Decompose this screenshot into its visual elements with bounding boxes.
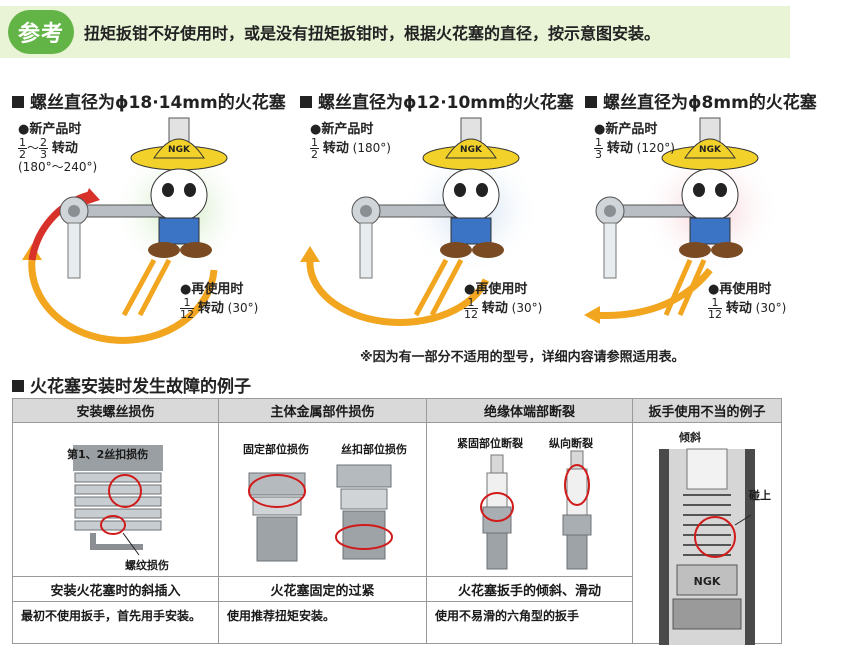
col-header: 扳手使用不当的例子 xyxy=(633,399,781,423)
col-header: 主体金属部件损伤 xyxy=(219,399,426,423)
guide-heading-18-14: 螺丝直径为ϕ18·14mm的火花塞 xyxy=(12,88,286,113)
label-longitudinal-break: 纵向断裂 xyxy=(549,437,593,450)
guide-heading-8: 螺丝直径为ϕ8mm的火花塞 xyxy=(585,88,817,113)
applicability-note: ※因为有一部分不适用的型号，详细内容请参照适用表。 xyxy=(360,350,685,365)
tip-text: 扭矩扳钳不好使用时，或是没有扭矩扳钳时，根据火花塞的直径，按示意图安装。 xyxy=(84,24,661,43)
label-thread-part-damage: 丝扣部位损伤 xyxy=(341,443,407,456)
fix-text: 使用不易滑的六角型的扳手 xyxy=(435,609,580,623)
failure-col-wrench-misuse: 扳手使用不当的例子 NGK 倾斜 碰上 xyxy=(633,399,781,645)
guide-heading-12-10: 螺丝直径为ϕ12·10mm的火花塞 xyxy=(300,88,574,113)
thread-damage-photo xyxy=(73,445,163,556)
label-fixing-break: 紧固部位断裂 xyxy=(457,437,523,450)
failure-col-thread-damage: 安装螺丝损伤 第1、2丝扣损伤 螺纹损伤 安装火花塞时的斜插入 最初不使用扳手，… xyxy=(13,399,219,643)
label-fixing-damage: 固定部位损伤 xyxy=(243,443,309,456)
label-tilt: 倾斜 xyxy=(679,431,701,444)
failure-col-shell-damage: 主体金属部件损伤 固定部位损伤 丝扣部位损伤 火花塞固定的过紧 使用推荐扭矩安装… xyxy=(219,399,427,643)
failure-table: 安装螺丝损伤 第1、2丝扣损伤 螺纹损伤 安装火花塞时的斜插入 最初不使用扳手，… xyxy=(12,398,782,645)
cause-text: 火花塞扳手的倾斜、滑动 xyxy=(427,576,632,602)
wrench-illustration-1: NGK xyxy=(22,117,249,344)
wrench-misuse-diagram: NGK xyxy=(659,448,755,645)
wrench-illustration-2: NGK xyxy=(300,117,541,326)
ngk-hat-logo: NGK xyxy=(460,145,483,155)
label-first-threads: 第1、2丝扣损伤 xyxy=(67,448,149,461)
col-header: 绝缘体端部断裂 xyxy=(427,399,632,423)
insulator-break-photo xyxy=(480,450,592,570)
label-thread-damage: 螺纹损伤 xyxy=(125,559,169,572)
shell-damage-photo xyxy=(248,464,393,562)
ngk-hat-logo: NGK xyxy=(699,145,722,155)
col-header: 安装螺丝损伤 xyxy=(13,399,218,423)
tip-banner: 参考 扭矩扳钳不好使用时，或是没有扭矩扳钳时，根据火花塞的直径，按示意图安装。 xyxy=(0,6,790,58)
ngk-hat-logo: NGK xyxy=(168,145,191,155)
fix-text: 最初不使用扳手，首先用手安装。 xyxy=(21,609,202,623)
fix-text: 使用推荐扭矩安装。 xyxy=(227,609,336,623)
failure-heading: 火花塞安装时发生故障的例子 xyxy=(12,372,251,397)
failure-col-insulator-break: 绝缘体端部断裂 紧固部位断裂 纵向断裂 火花塞扳手的倾斜、滑动 使用不易滑的六角… xyxy=(427,399,633,643)
ngk-logo: NGK xyxy=(694,575,721,588)
reference-badge: 参考 xyxy=(8,10,74,54)
label-contact: 碰上 xyxy=(749,489,771,502)
wrench-illustration-3: NGK xyxy=(584,117,780,324)
cause-text: 安装火花塞时的斜插入 xyxy=(13,576,218,602)
cause-text: 火花塞固定的过紧 xyxy=(219,576,426,602)
